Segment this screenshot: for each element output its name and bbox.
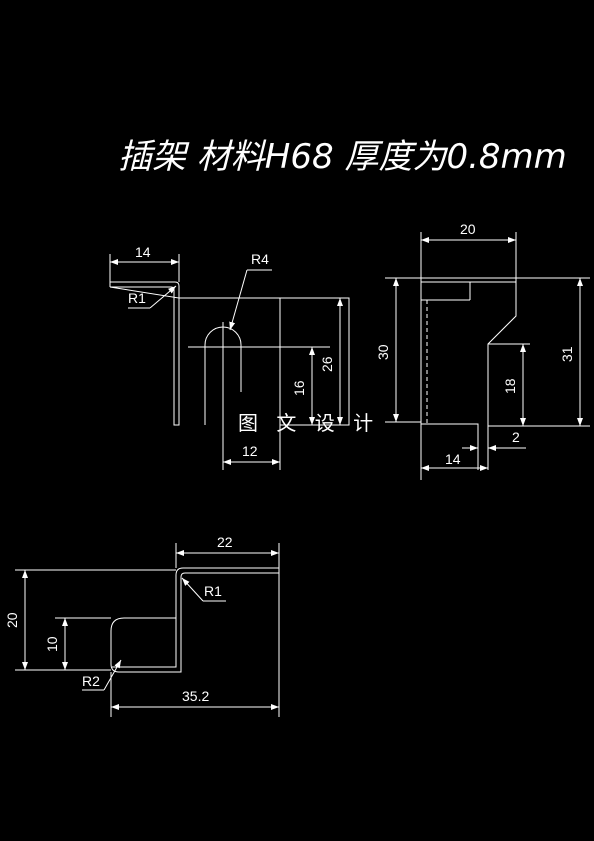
- side-view: 20 30 31 18 2 14: [375, 221, 590, 480]
- side-dim-31: 31: [559, 346, 575, 362]
- bottom-dim-20: 20: [4, 612, 20, 628]
- bottom-r1-leader: [181, 577, 204, 602]
- front-dim-12: 12: [242, 443, 258, 459]
- front-dim-16: 16: [291, 380, 307, 396]
- bottom-view: 22 20 10 R1 R2 35.2: [4, 534, 280, 717]
- front-dim-r4: R4: [251, 251, 269, 267]
- side-dim-20: 20: [460, 221, 476, 237]
- front-view: 14 R1 R4 26 16 12: [109, 244, 350, 470]
- watermark-text: 图 文 设 计: [238, 411, 379, 435]
- front-r4-leader: [229, 269, 248, 331]
- bottom-dim-22: 22: [217, 534, 233, 550]
- side-dim-30: 30: [375, 344, 391, 360]
- side-dim-2: 2: [512, 429, 520, 445]
- front-dim-14: 14: [135, 244, 151, 260]
- front-dim-26: 26: [319, 356, 335, 372]
- side-outline: [420, 281, 517, 480]
- bottom-dim-35: 35.2: [182, 688, 209, 704]
- drawing-title: 插架 材料H68 厚度为0.8mm: [118, 137, 567, 177]
- side-dim-14: 14: [445, 451, 461, 467]
- front-dim-r1: R1: [128, 290, 146, 306]
- bottom-r2-leader: [103, 659, 122, 691]
- bottom-dim-10: 10: [44, 636, 60, 652]
- bottom-dim-r2: R2: [82, 673, 100, 689]
- bottom-dim-r1: R1: [204, 583, 222, 599]
- bottom-outline: [110, 567, 279, 673]
- front-r1-leader: [149, 285, 177, 309]
- side-dim-18: 18: [502, 378, 518, 394]
